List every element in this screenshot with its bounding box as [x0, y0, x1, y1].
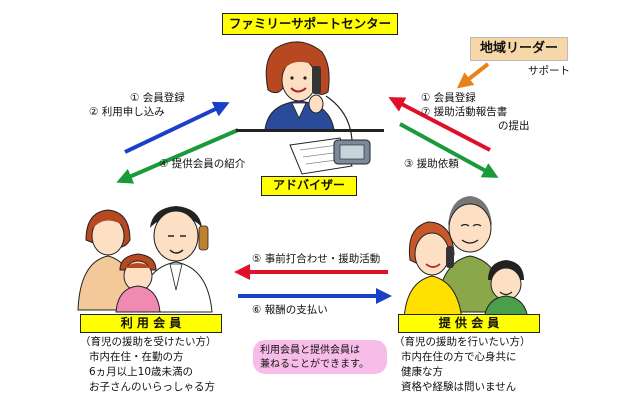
note-bubble: [253, 340, 387, 374]
right-step7-label-line2: の提出: [498, 120, 530, 132]
leader-box: 地域リーダー: [470, 37, 568, 61]
user-desc-0: （育児の援助を受けたい方）: [80, 336, 217, 348]
arrow-user-to-center: [124, 101, 230, 154]
arrow-leader-to-center: [456, 62, 490, 89]
left-step4-label: ④ 提供会員の紹介: [159, 158, 246, 170]
provider-desc-0: （育児の援助を行いたい方）: [394, 336, 531, 348]
center-title: ファミリーサポートセンター: [222, 13, 398, 35]
user-desc-1: 市内在住・在勤の方: [89, 351, 184, 363]
user-desc-2: 6ヵ月以上10歳未満の: [89, 366, 194, 378]
user-family-illustration: [77, 206, 213, 313]
note-line2: 兼ねることができます。: [260, 359, 369, 370]
right-step1-label: ① 会員登録: [421, 92, 476, 104]
arrow-provider-to-center: [388, 97, 491, 152]
leader-support-text: サポート: [528, 65, 570, 77]
right-step3-label: ③ 援助依頼: [404, 158, 459, 170]
left-step2-label: ② 利用申し込み: [89, 106, 165, 118]
advisor-illustration: [236, 41, 384, 175]
note-line1: 利用会員と提供会員は: [260, 345, 360, 356]
middle-step5-label: ⑤ 事前打合わせ・援助活動: [252, 253, 381, 265]
provider-desc-3: 資格や経験は問いません: [401, 381, 517, 393]
arrow-center-to-user: [116, 128, 239, 184]
user-desc-3: お子さんのいらっしゃる方: [89, 381, 215, 393]
user-member-label: 利 用 会 員: [80, 314, 222, 333]
provider-desc-2: 健康な方: [401, 366, 443, 378]
arrow-center-to-provider: [399, 122, 499, 178]
advisor-label: アドバイザー: [261, 176, 357, 196]
right-step7-label-line1: ⑦ 援助活動報告書: [421, 106, 508, 118]
provider-family-illustration: [403, 196, 529, 321]
left-step1-label: ① 会員登録: [130, 92, 185, 104]
middle-step6-label: ⑥ 報酬の支払い: [252, 304, 328, 316]
provider-member-label: 提 供 会 員: [398, 314, 540, 333]
provider-desc-1: 市内在住の方で心身共に: [401, 351, 517, 363]
